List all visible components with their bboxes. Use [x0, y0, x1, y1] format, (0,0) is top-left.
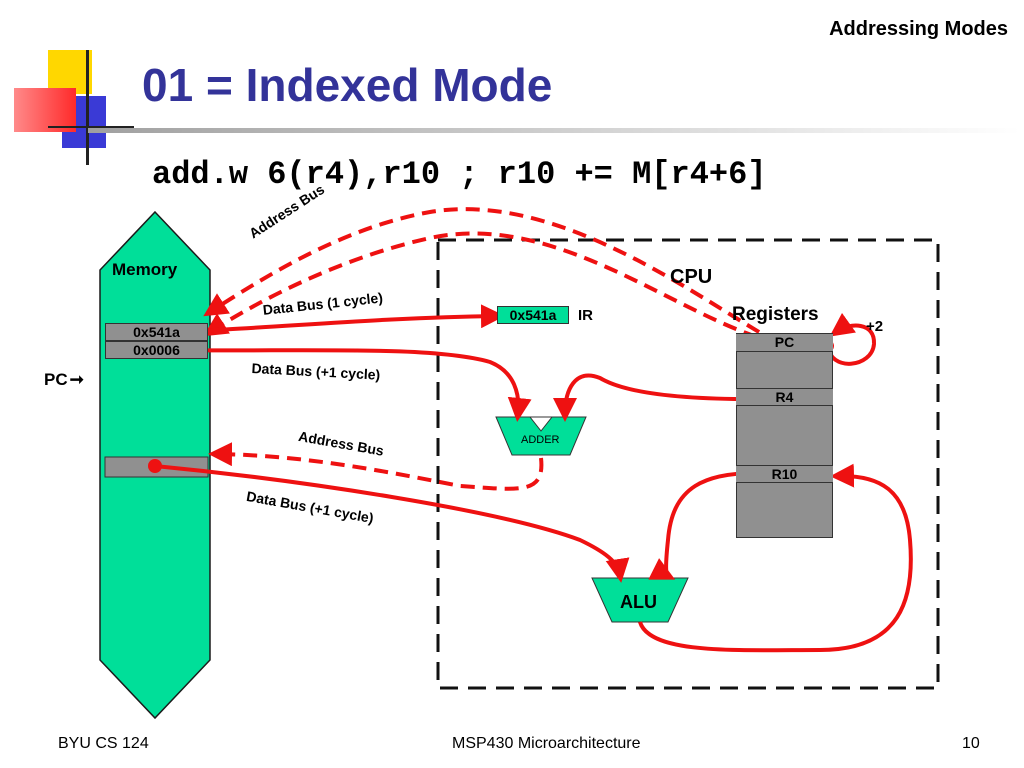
data-bus-alu-path [154, 464, 630, 583]
alu-label: ALU [620, 592, 657, 612]
adder-label: ADDER [521, 434, 560, 446]
address-bus-adder-path [208, 442, 544, 491]
address-bus-top-outer [203, 207, 779, 345]
ir-register: 0x541a [497, 306, 569, 324]
pc-pointer-label: PC [44, 370, 68, 389]
r4-to-adder-path [553, 373, 773, 422]
logo-vertical-line [86, 50, 89, 165]
footer-page-number: 10 [962, 735, 980, 752]
memory-label: Memory [112, 260, 178, 279]
register-r4: R4 [736, 388, 833, 406]
dot-memory-operand [148, 459, 162, 473]
pc-increment-label: +2 [866, 318, 884, 335]
data-bus-adder-path [156, 348, 532, 422]
registers-label: Registers [732, 304, 819, 325]
slide-title: 01 = Indexed Mode [142, 59, 553, 111]
instruction-line: add.w 6(r4),r10 ; r10 += M[r4+6] [152, 156, 767, 193]
logo-horizontal-line [48, 126, 134, 128]
address-bus-top-inner [203, 231, 779, 345]
pc-pointer: PC➞ [44, 370, 84, 390]
logo-yellow-square [48, 50, 92, 94]
memory-cell-instruction: 0x541a [105, 323, 208, 341]
footer-topic: MSP430 Microarchitecture [452, 735, 641, 752]
cpu-label: CPU [670, 266, 713, 288]
footer-course: BYU CS 124 [58, 735, 149, 752]
arrow-right-icon: ➞ [69, 370, 84, 389]
ir-label: IR [578, 307, 593, 324]
register-pc: PC [736, 334, 833, 352]
section-header: Addressing Modes [829, 18, 1008, 40]
logo-red-square [14, 88, 76, 132]
memory-cell-offset: 0x0006 [105, 341, 208, 359]
r10-to-alu-path [648, 471, 778, 580]
register-r10: R10 [736, 465, 833, 483]
register-file [736, 333, 833, 538]
adder-notch [528, 416, 554, 432]
title-rule [88, 128, 1020, 133]
alu-to-r10-path [638, 463, 913, 653]
pc-increment-loop [826, 312, 877, 366]
